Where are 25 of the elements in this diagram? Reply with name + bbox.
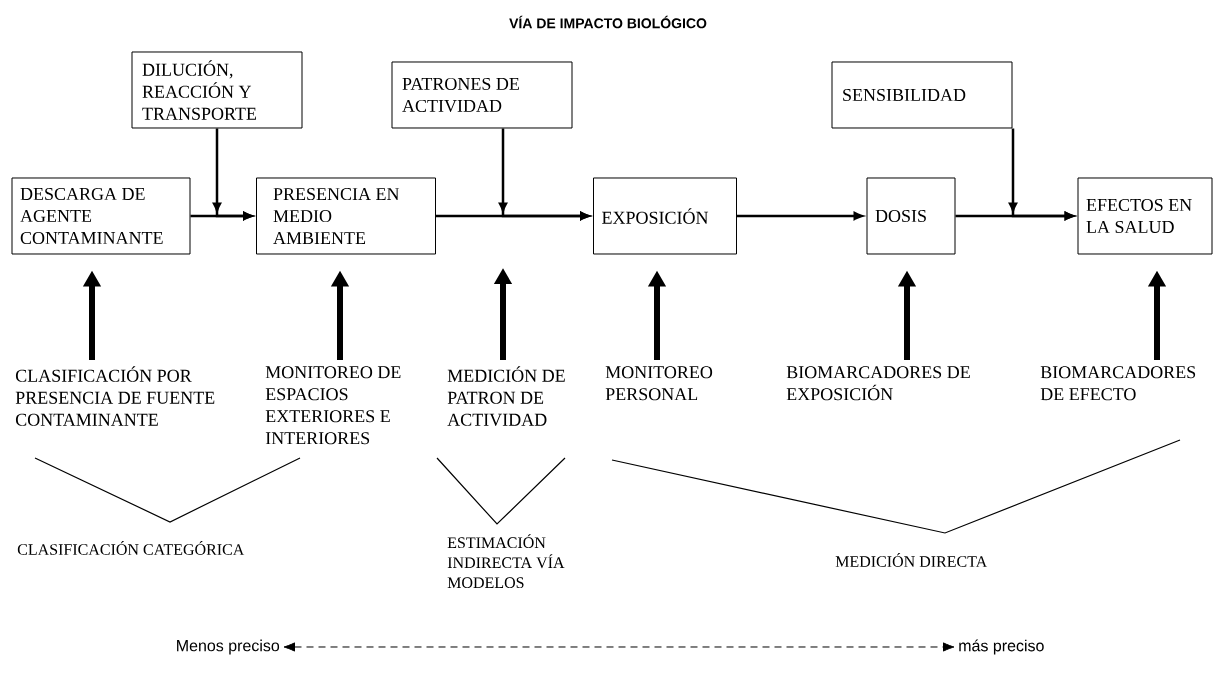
arrow <box>1008 128 1074 221</box>
scale-label: Menos preciso <box>177 639 280 655</box>
process-box: PATRONES DE ACTIVIDAD <box>391 61 573 129</box>
group-label: MEDICIÓN DIRECTA <box>835 553 988 567</box>
arrow <box>212 128 253 221</box>
process-box: DILUCIÓN, REACCIÓN Y TRANSPORTE <box>131 51 303 129</box>
method-label: MONITOREO PERSONAL <box>605 366 713 401</box>
group-label: ESTIMACIÓN INDIRECTA VÍA MODELOS <box>447 534 565 589</box>
method-label: MONITOREO DE ESPACIOS EXTERIORES E INTERIORES <box>265 366 401 445</box>
method-label: CLASIFICACIÓN POR PRESENCIA DE FUENTE CONTAMINANTE <box>15 366 215 426</box>
arrow <box>737 211 863 221</box>
group-label: CLASIFICACIÓN CATEGÓRICA <box>17 541 245 555</box>
process-box: DESCARGA DE AGENTE CONTAMINANTE <box>11 177 191 255</box>
title: VÍA DE IMPACTO BIOLÓGICO <box>509 15 707 29</box>
arrow <box>498 128 590 221</box>
process-box: PRESENCIA EN MEDIO AMBIENTE <box>256 177 436 255</box>
process-box: EXPOSICIÓN <box>593 177 737 255</box>
process-box: DOSIS <box>866 177 956 255</box>
method-label: BIOMARCADORES DE EXPOSICIÓN <box>786 366 970 401</box>
process-box: EFECTOS EN LA SALUD <box>1077 177 1213 255</box>
process-box: SENSIBILIDAD <box>831 61 1013 129</box>
arrow <box>283 642 955 652</box>
scale-label: más preciso <box>959 639 1044 655</box>
method-label: BIOMARCADORES DE EFECTO <box>1040 366 1196 401</box>
method-label: MEDICIÓN DE PATRON DE ACTIVIDAD <box>447 366 565 426</box>
